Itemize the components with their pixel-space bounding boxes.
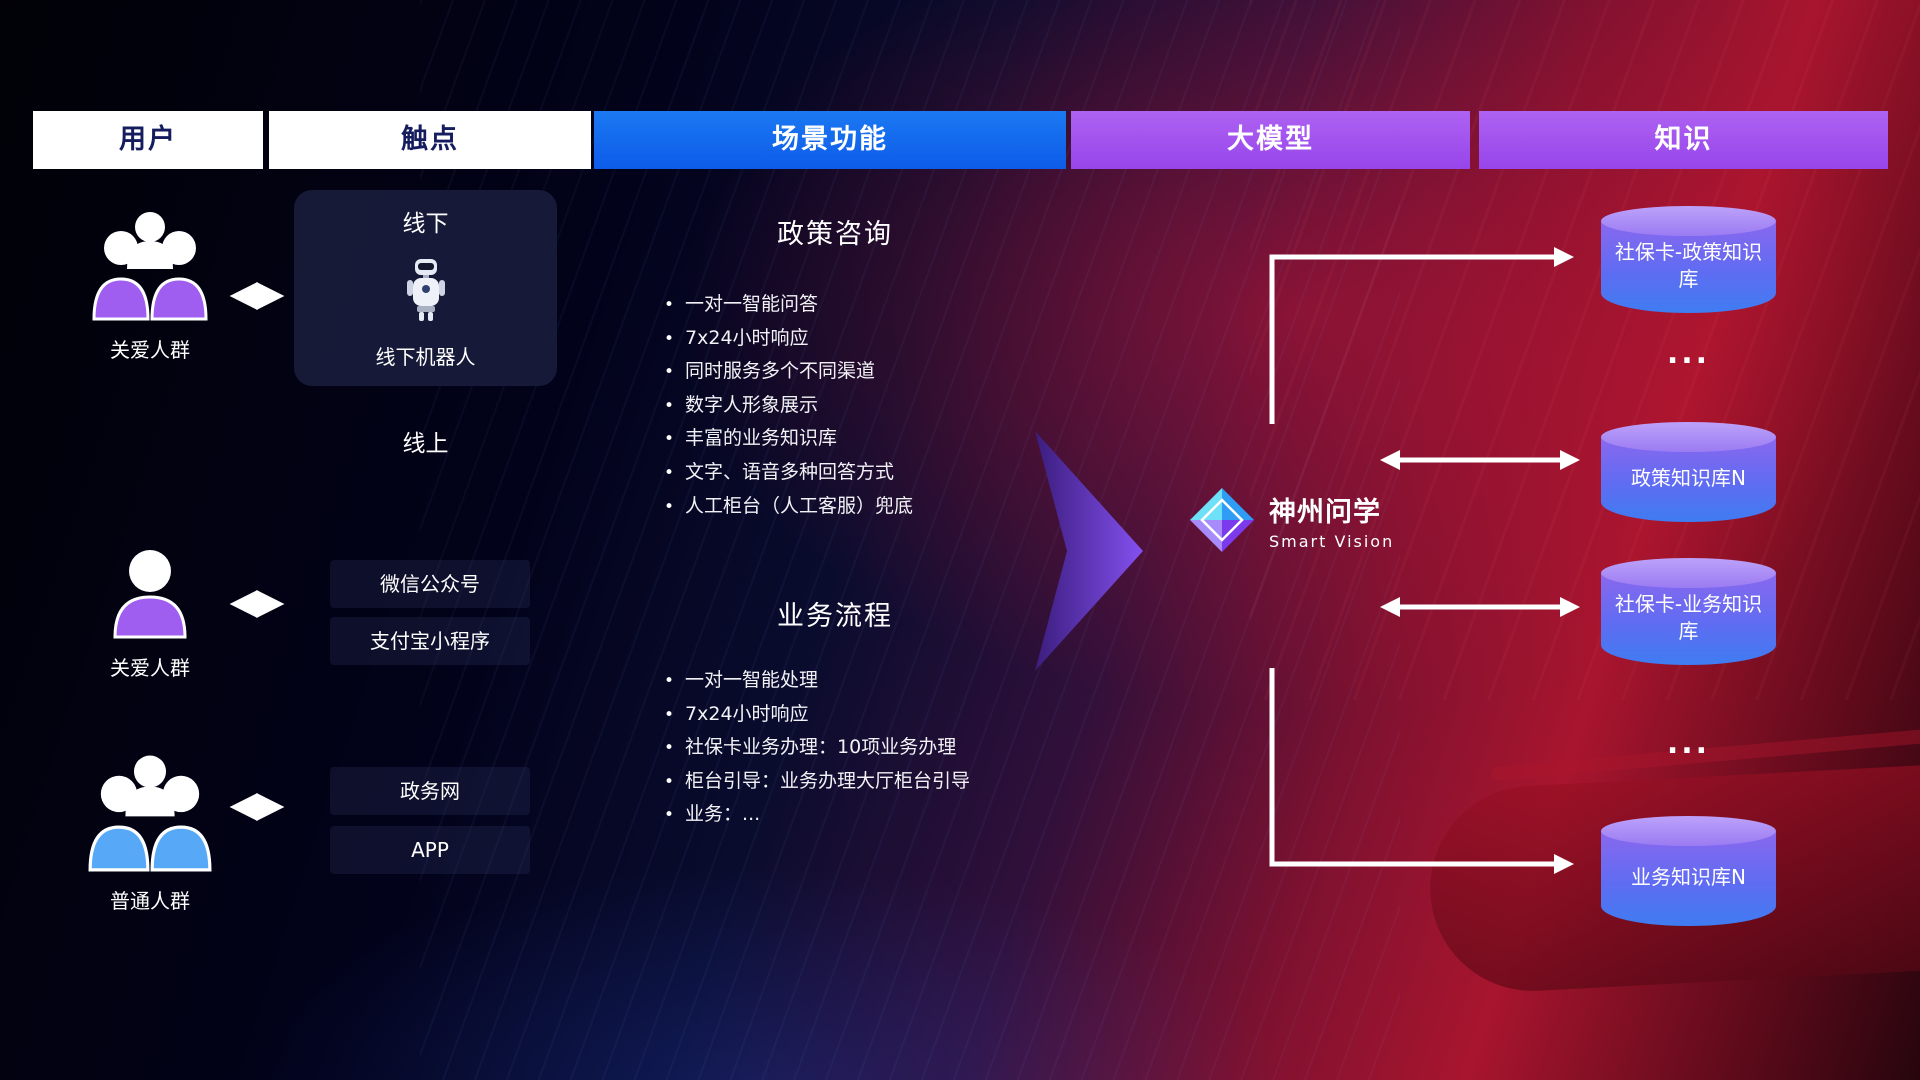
user-label: 关爱人群 (110, 656, 190, 680)
bullet-item: 文字、语音多种回答方式 (664, 456, 913, 490)
touchpoint-alipay: 支付宝小程序 (330, 617, 530, 665)
user-group-caring: 关爱人群 (75, 205, 225, 363)
model-subtitle: Smart Vision (1269, 531, 1395, 551)
user-person-caring: 关爱人群 (95, 545, 205, 681)
model-logo: 神州问学 Smart Vision (1188, 486, 1394, 554)
policy-bullet-list: 一对一智能问答 7x24小时响应 同时服务多个不同渠道 数字人形象展示 丰富的业… (664, 288, 913, 523)
database-icon-top (1601, 558, 1776, 588)
caring-group-icon (92, 212, 208, 321)
database-label: 社保卡-业务知识库 (1614, 591, 1763, 643)
ellipsis: ... (1666, 726, 1711, 761)
model-logo-icon (1190, 488, 1254, 552)
model-logo-text: 神州问学 Smart Vision (1269, 490, 1394, 551)
caring-person-icon (113, 550, 187, 639)
database-business-social-card: 社保卡-业务知识库 (1601, 558, 1776, 665)
bullet-item: 7x24小时响应 (664, 322, 913, 356)
bullet-item: 社保卡业务办理：10项业务办理 (664, 731, 970, 765)
flow-arrow-icon (1035, 431, 1143, 671)
user-label: 普通人群 (110, 889, 190, 913)
scenario-title-business: 业务流程 (777, 601, 893, 632)
column-header-knowledge: 知识 (1479, 111, 1888, 169)
elbow-arrow-up-icon (1269, 247, 1574, 424)
bullet-item: 数字人形象展示 (664, 389, 913, 423)
bullet-item: 一对一智能处理 (664, 664, 970, 698)
model-name: 神州问学 (1269, 496, 1381, 528)
touchpoint-app: APP (330, 826, 530, 874)
offline-touchpoint-card: 线下 线下机器人 (294, 190, 557, 386)
database-label: 政策知识库N (1631, 465, 1746, 490)
database-icon (1601, 831, 1776, 926)
bullet-item: 一对一智能问答 (664, 288, 913, 322)
bullet-item: 业务：... (664, 798, 970, 832)
user-group-general: 普通人群 (68, 748, 232, 914)
general-group-icon (88, 755, 212, 872)
database-policy-social-card: 社保卡-政策知识库 (1601, 206, 1776, 313)
ellipsis: ... (1666, 336, 1711, 371)
bullet-item: 7x24小时响应 (664, 698, 970, 732)
database-policy-n: 政策知识库N (1601, 422, 1776, 522)
business-bullet-list: 一对一智能处理 7x24小时响应 社保卡业务办理：10项业务办理 柜台引导：业务… (664, 664, 970, 832)
offline-title: 线下 (402, 211, 449, 237)
database-icon-top (1601, 206, 1776, 236)
online-title: 线上 (402, 431, 449, 457)
database-label: 社保卡-政策知识库 (1614, 239, 1763, 291)
robot-label: 线下机器人 (375, 345, 476, 369)
database-icon-top (1601, 816, 1776, 846)
database-icon (1601, 221, 1776, 313)
column-header-users: 用户 (33, 111, 263, 169)
touchpoint-wechat: 微信公众号 (330, 560, 530, 608)
robot-icon (406, 258, 445, 321)
bullet-item: 同时服务多个不同渠道 (664, 355, 913, 389)
touchpoint-gov-web: 政务网 (330, 767, 530, 815)
scenario-title-policy: 政策咨询 (777, 219, 893, 250)
database-icon-top (1601, 422, 1776, 452)
database-label: 业务知识库N (1631, 864, 1746, 889)
bullet-item: 丰富的业务知识库 (664, 422, 913, 456)
column-header-touchpoints: 触点 (269, 111, 591, 169)
user-label: 关爱人群 (110, 338, 190, 362)
database-icon (1601, 573, 1776, 665)
bullet-item: 人工柜台（人工客服）兜底 (664, 490, 913, 524)
column-header-model: 大模型 (1071, 111, 1470, 169)
bullet-item: 柜台引导：业务办理大厅柜台引导 (664, 765, 970, 799)
diagonal-streaks-red-decor (1250, 0, 1920, 700)
database-business-n: 业务知识库N (1601, 816, 1776, 926)
column-header-scenarios: 场景功能 (594, 111, 1066, 169)
